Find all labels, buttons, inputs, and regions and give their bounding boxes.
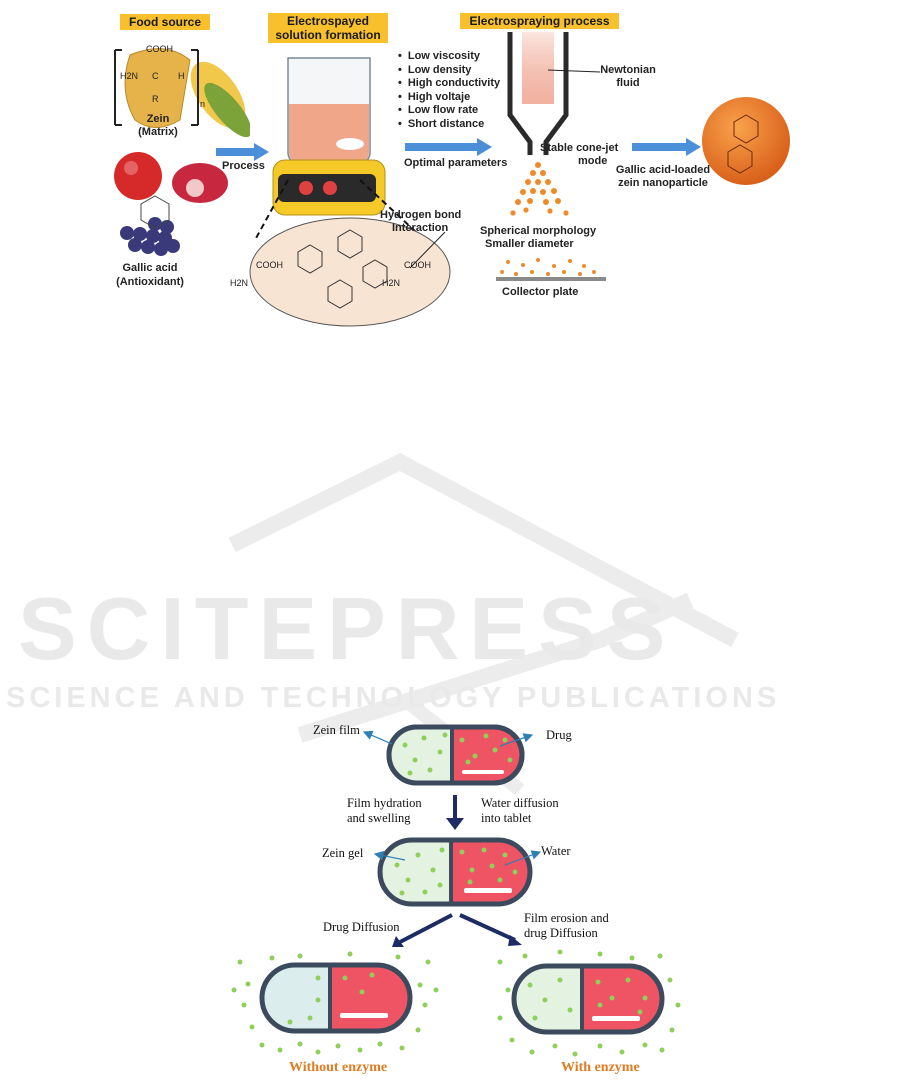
property-item: Low flow rate xyxy=(398,104,500,118)
gallic-role: (Antioxidant) xyxy=(116,276,184,288)
drug-label: Drug xyxy=(546,728,572,742)
morphology-label-1: Spherical morphology xyxy=(480,225,597,237)
without-enzyme-label: Without enzyme xyxy=(289,1060,388,1075)
process-label: Process xyxy=(222,160,265,172)
water-label: Water xyxy=(541,844,571,858)
water-diffusion-label-2: into tablet xyxy=(481,811,532,825)
property-item: Low density xyxy=(398,64,500,78)
with-enzyme-label: With enzyme xyxy=(561,1060,640,1075)
interaction-zoom xyxy=(249,179,451,327)
food-source-header: Food source xyxy=(120,14,210,30)
watermark-subtitle: SCIENCE AND TECHNOLOGY PUBLICATIONS xyxy=(6,682,781,714)
cone-jet-label-2: mode xyxy=(578,155,608,167)
zein-h2n: H2N xyxy=(120,71,139,81)
gallic-name: Gallic acid xyxy=(122,262,178,274)
zein-corn-illustration xyxy=(114,48,250,138)
zein-c: C xyxy=(152,71,159,81)
nanoparticle-illustration xyxy=(702,97,790,185)
optimal-parameters-label: Optimal parameters xyxy=(404,157,508,169)
film-hydration-label-1: Film hydration xyxy=(347,796,422,810)
property-item: Short distance xyxy=(398,118,500,132)
film-erosion-label-2: drug Diffusion xyxy=(524,926,598,940)
zein-cooh: COOH xyxy=(146,44,173,54)
hydrogen-bond-label-2: Interaction xyxy=(392,222,449,234)
cone-jet-label-1: Stable cone-jet xyxy=(540,142,619,154)
product-label-2: zein nanoparticle xyxy=(618,177,708,189)
capsule-without-enzyme xyxy=(259,962,413,1034)
capsule-with-enzyme xyxy=(511,963,665,1035)
collector-label: Collector plate xyxy=(502,286,579,298)
zein-film-label: Zein film xyxy=(313,723,360,737)
beaker-hotplate-illustration xyxy=(272,57,386,216)
solution-formation-header: Electrospayed solution formation xyxy=(268,13,388,43)
product-arrow xyxy=(632,138,701,156)
drug-diffusion-label: Drug Diffusion xyxy=(323,920,400,934)
property-item: High voltaje xyxy=(398,91,500,105)
zein-name: Zein xyxy=(146,113,170,125)
newtonian-label-1: Newtonian xyxy=(600,64,656,76)
watermark-title: SCITEPRESS xyxy=(18,579,676,678)
film-erosion-label-1: Film erosion and xyxy=(524,911,609,925)
capsule-tablet xyxy=(386,724,525,786)
property-item: Low viscosity xyxy=(398,50,500,64)
solution-properties-list: Low viscosity Low density High conductiv… xyxy=(398,50,500,132)
hydrogen-bond-label-1: Hydrogen bond xyxy=(380,209,462,221)
property-item: High conductivity xyxy=(398,77,500,91)
chain-h2n-left: H2N xyxy=(230,278,249,288)
optimal-parameters-arrow xyxy=(405,138,492,156)
film-hydration-label-2: and swelling xyxy=(347,811,411,825)
electrospray-apparatus xyxy=(496,32,606,281)
chain-cooh-left: COOH xyxy=(256,260,283,270)
newtonian-label-2: fluid xyxy=(616,77,640,89)
released-drug-dots-right xyxy=(497,949,681,1057)
morphology-label-2: Smaller diameter xyxy=(485,238,574,250)
capsule-diagram xyxy=(231,724,681,1057)
capsule-swollen xyxy=(377,837,533,907)
chain-h2n-right: H2N xyxy=(382,278,401,288)
zein-r: R xyxy=(152,94,159,104)
released-drug-dots-left xyxy=(231,951,439,1055)
chain-cooh-right: COOH xyxy=(404,260,431,270)
process-arrow xyxy=(216,143,269,161)
product-label-1: Gallic acid-loaded xyxy=(615,164,711,176)
zein-h: H xyxy=(178,71,185,81)
zein-role: (Matrix) xyxy=(138,126,178,138)
electrospraying-process-header: Electrospraying process xyxy=(460,13,619,29)
zein-gel-label: Zein gel xyxy=(322,846,364,860)
zein-n: n xyxy=(200,99,206,109)
water-diffusion-label-1: Water diffusion xyxy=(481,796,559,810)
fruit-illustration xyxy=(114,152,228,256)
